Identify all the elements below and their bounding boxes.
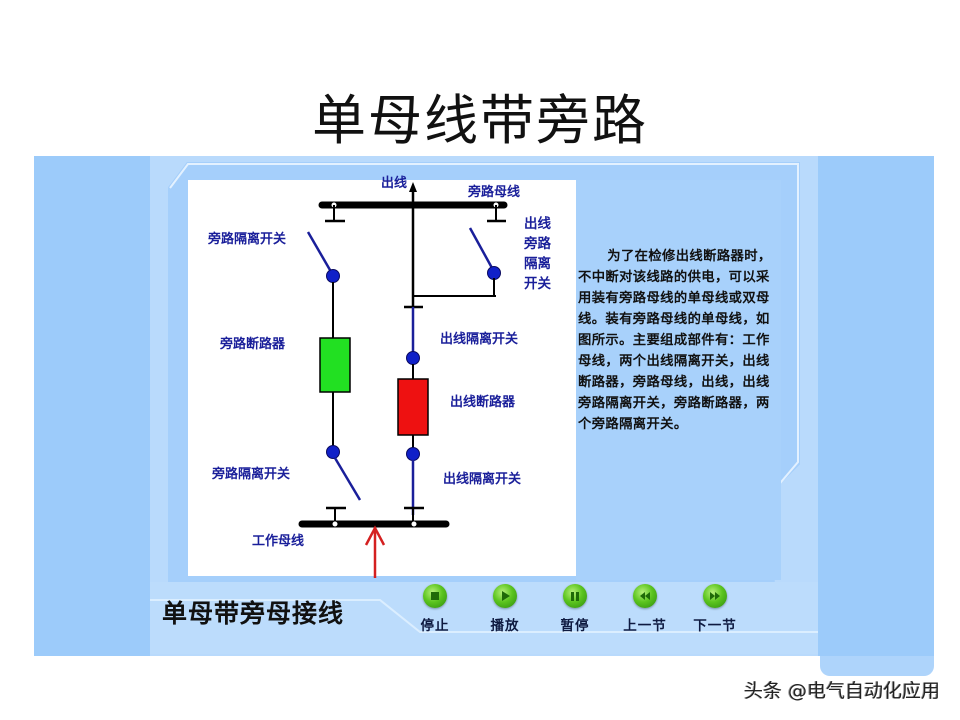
label-outgoing-bypass-disconnector: 出线 旁路 隔离 开关 [524, 216, 551, 292]
pause-label: 暂停 [560, 618, 590, 634]
watermark: 头条 @电气自动化应用 [743, 680, 940, 702]
pause-icon[interactable] [563, 584, 587, 608]
playback-controls: 停止 播放 暂停 上一节 下一节 [400, 584, 750, 640]
label-bypass-disconnector-top: 旁路隔离开关 [208, 232, 287, 247]
label-bypass-disconnector-bottom: 旁路隔离开关 [212, 467, 291, 482]
description-panel [576, 180, 781, 580]
next-section-label: 下一节 [693, 618, 737, 634]
control-bar-divider [150, 599, 818, 633]
play-button[interactable]: 播放 [470, 584, 540, 640]
play-icon[interactable] [493, 584, 517, 608]
label-outgoing-disconnector-bottom: 出线隔离开关 [443, 472, 522, 487]
description-text: 为了在检修出线断路器时，不中断对该线路的供电，可以采用装有旁路母线的单母线或双母… [578, 249, 772, 432]
stop-label: 停止 [420, 618, 450, 634]
stop-icon[interactable] [423, 584, 447, 608]
power-source-arrow-icon [364, 525, 386, 578]
outgoing-arrow-icon [409, 182, 417, 192]
next-section-button[interactable]: 下一节 [680, 584, 750, 640]
label-outgoing-disconnector-top: 出线隔离开关 [440, 332, 519, 347]
label-working-bus: 工作母线 [252, 534, 305, 549]
slide-title: 单母线带旁路 [312, 89, 648, 152]
previous-section-label: 上一节 [623, 618, 667, 634]
label-outgoing-breaker: 出线断路器 [450, 395, 516, 410]
stop-button[interactable]: 停止 [400, 584, 470, 640]
label-bypass-bus: 旁路母线 [468, 185, 521, 200]
rewind-icon[interactable] [633, 584, 657, 608]
bypass-breaker [319, 337, 351, 393]
previous-section-button[interactable]: 上一节 [610, 584, 680, 640]
fast-forward-icon[interactable] [703, 584, 727, 608]
section-title: 单母带旁母接线 [162, 599, 345, 628]
pause-button[interactable]: 暂停 [540, 584, 610, 640]
diagram-panel [188, 180, 576, 576]
play-label: 播放 [490, 618, 520, 634]
label-outgoing-line: 出线 [381, 176, 408, 191]
outgoing-breaker [397, 378, 429, 436]
label-bypass-breaker: 旁路断路器 [220, 337, 286, 352]
frame-footer-tab [820, 656, 934, 676]
